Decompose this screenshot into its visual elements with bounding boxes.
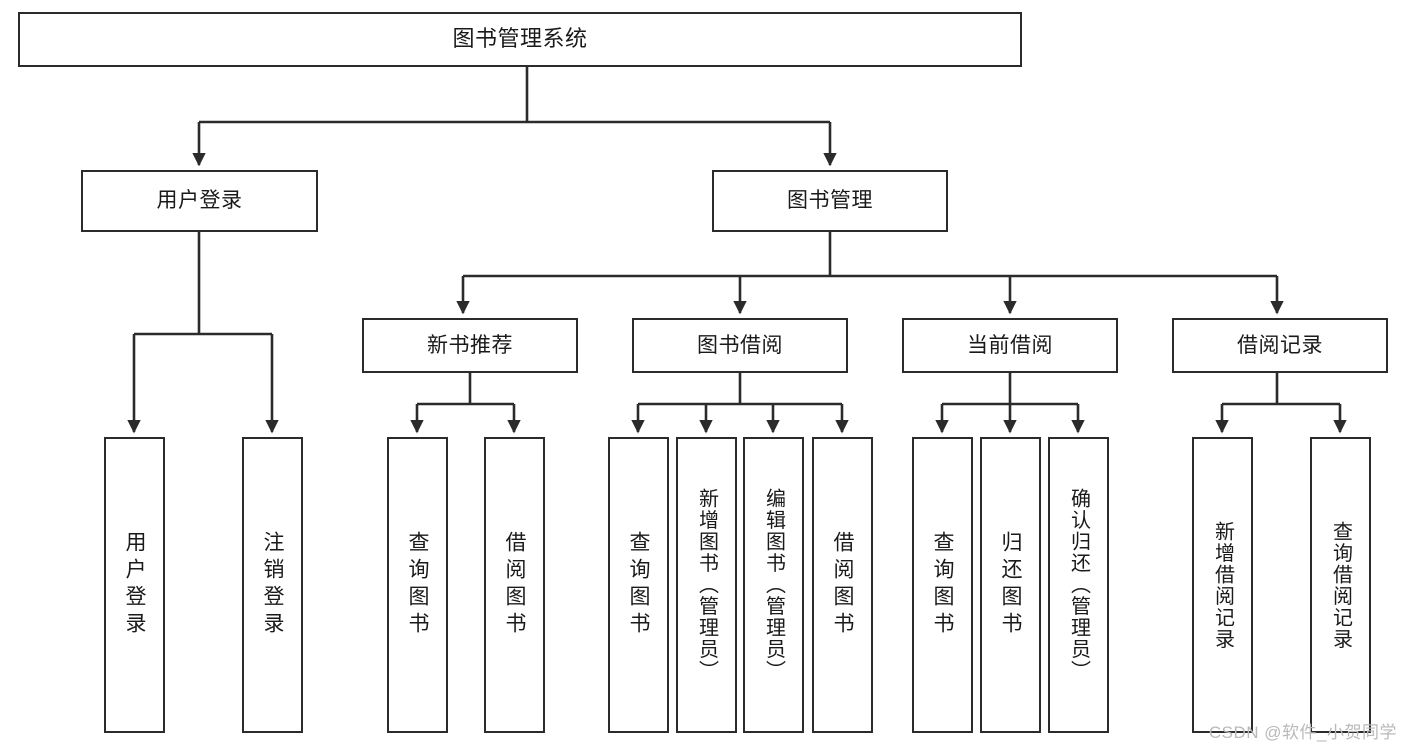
- leaf-user-login[interactable]: 用户登录: [104, 437, 165, 733]
- leaf-current-query-book[interactable]: 查询图书: [912, 437, 973, 733]
- node-label: 新增借阅记录: [1211, 520, 1234, 650]
- node-label: 借阅图书: [831, 531, 854, 639]
- node-label: 用户登录: [123, 531, 146, 639]
- node-label: 确认归还（管理员）: [1067, 488, 1090, 682]
- leaf-recommend-borrow-book[interactable]: 借阅图书: [484, 437, 545, 733]
- node-label: 新增图书（管理员）: [695, 488, 718, 682]
- node-current-borrow[interactable]: 当前借阅: [902, 318, 1118, 373]
- node-book-management[interactable]: 图书管理: [712, 170, 948, 232]
- leaf-borrow-query-book[interactable]: 查询图书: [608, 437, 669, 733]
- leaf-borrow-edit-book-admin[interactable]: 编辑图书（管理员）: [743, 437, 804, 733]
- leaf-logout-login[interactable]: 注销登录: [242, 437, 303, 733]
- watermark-text: CSDN @软件_小贺同学: [1208, 723, 1397, 742]
- node-user-login[interactable]: 用户登录: [81, 170, 318, 232]
- node-borrow-record[interactable]: 借阅记录: [1172, 318, 1388, 373]
- leaf-current-confirm-return-admin[interactable]: 确认归还（管理员）: [1048, 437, 1109, 733]
- leaf-record-add-borrow-record[interactable]: 新增借阅记录: [1192, 437, 1253, 733]
- node-label: 归还图书: [999, 531, 1022, 639]
- node-label: 用户登录: [156, 189, 243, 213]
- leaf-current-return-book[interactable]: 归还图书: [980, 437, 1041, 733]
- node-label: 借阅记录: [1237, 333, 1323, 357]
- node-book-borrow[interactable]: 图书借阅: [632, 318, 848, 373]
- node-label: 查询图书: [627, 531, 650, 639]
- node-label: 查询图书: [931, 531, 954, 639]
- node-label: 编辑图书（管理员）: [762, 488, 785, 682]
- node-label: 新书推荐: [427, 333, 513, 357]
- node-label: 图书借阅: [697, 333, 783, 357]
- node-label: 图书管理系统: [452, 26, 588, 52]
- leaf-recommend-query-book[interactable]: 查询图书: [387, 437, 448, 733]
- node-label: 查询借阅记录: [1329, 520, 1352, 650]
- node-new-book-recommend[interactable]: 新书推荐: [362, 318, 578, 373]
- node-label: 查询图书: [406, 531, 429, 639]
- node-label: 借阅图书: [503, 531, 526, 639]
- node-label: 注销登录: [261, 531, 284, 639]
- node-label: 图书管理: [787, 189, 873, 213]
- node-label: 当前借阅: [967, 333, 1053, 357]
- node-root-system[interactable]: 图书管理系统: [18, 12, 1022, 67]
- leaf-borrow-add-book-admin[interactable]: 新增图书（管理员）: [676, 437, 737, 733]
- leaf-record-query-borrow-record[interactable]: 查询借阅记录: [1310, 437, 1371, 733]
- leaf-borrow-borrow-book[interactable]: 借阅图书: [812, 437, 873, 733]
